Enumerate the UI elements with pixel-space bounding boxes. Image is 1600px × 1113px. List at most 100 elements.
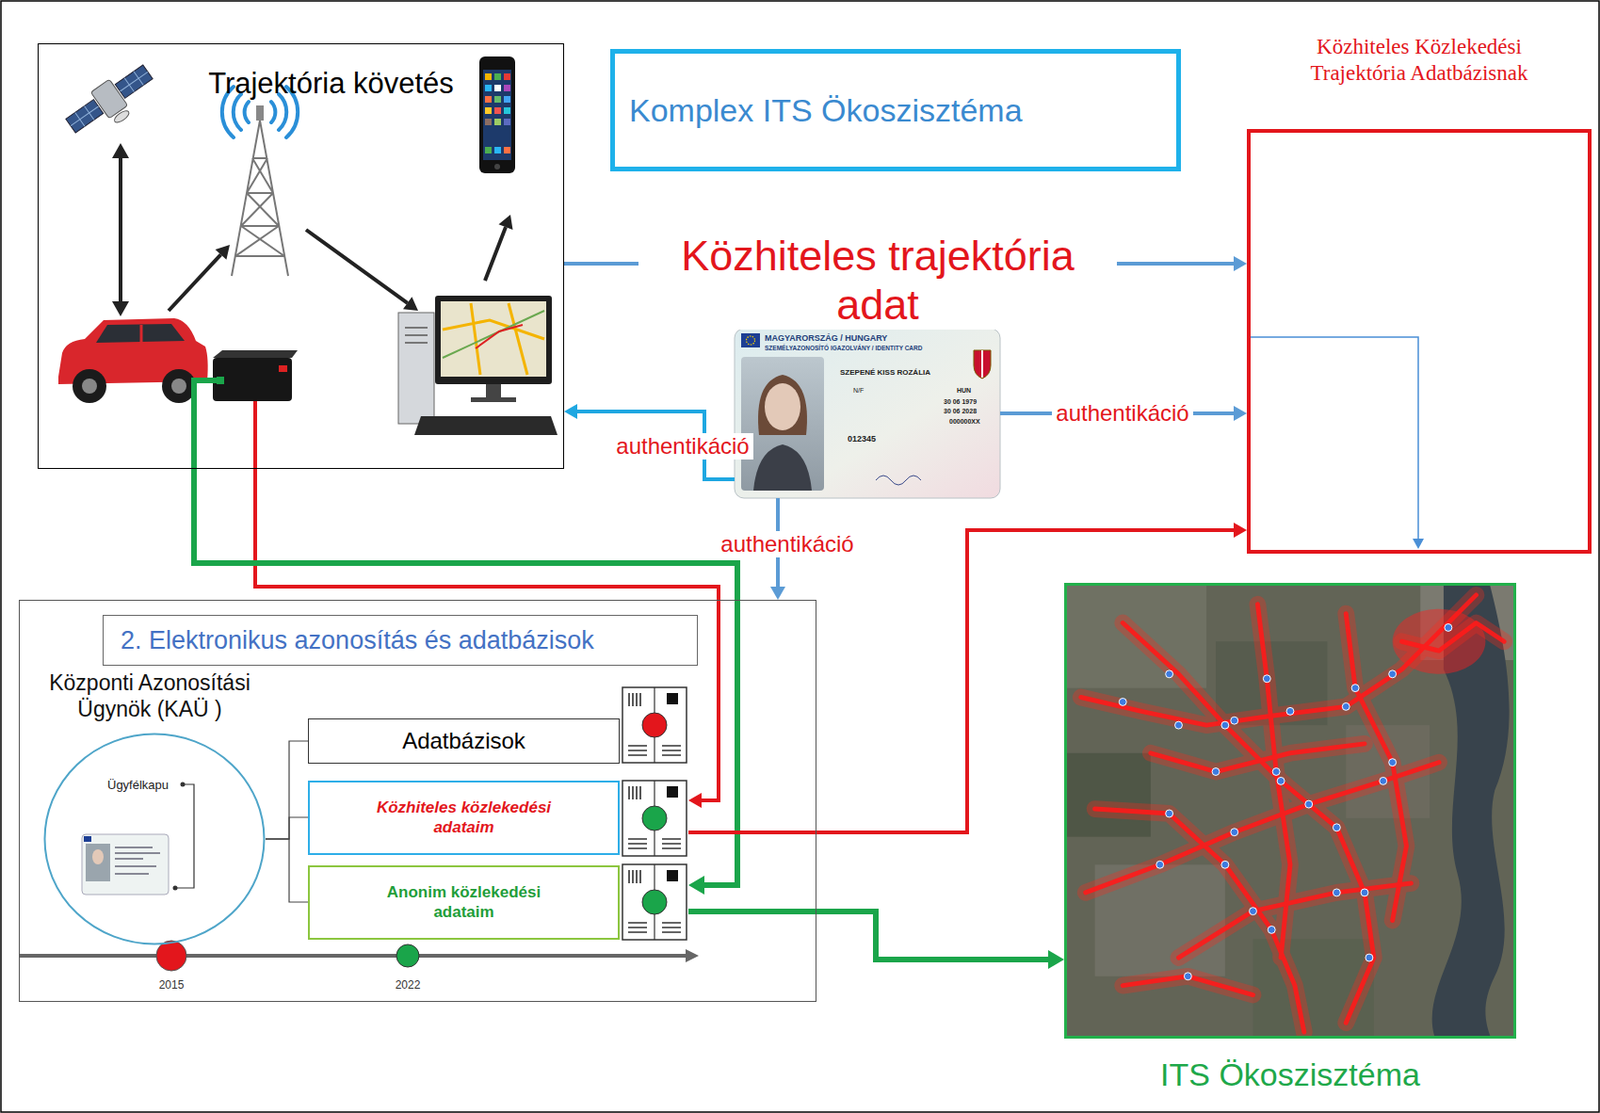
traffic-map bbox=[1081, 595, 1477, 726]
server-icon bbox=[622, 780, 687, 857]
arrowhead bbox=[688, 875, 705, 895]
satellite-icon bbox=[113, 108, 131, 125]
server-icon bbox=[622, 687, 687, 763]
arrowhead bbox=[688, 792, 702, 809]
timeline bbox=[156, 940, 187, 971]
connector-line bbox=[688, 911, 1050, 960]
traffic-map bbox=[1118, 698, 1127, 707]
connector bbox=[265, 741, 308, 840]
timeline-year: 2022 bbox=[395, 978, 421, 992]
circle-outline bbox=[45, 734, 265, 945]
traffic-map bbox=[1332, 888, 1341, 897]
smartphone-icon bbox=[494, 73, 502, 81]
traffic-map bbox=[1081, 595, 1477, 726]
car-illustration bbox=[96, 323, 185, 343]
computer-illustration bbox=[398, 312, 435, 424]
smartphone-icon bbox=[503, 146, 511, 154]
server-icon bbox=[622, 864, 687, 940]
id-card-image bbox=[753, 444, 812, 491]
timeline bbox=[685, 949, 699, 963]
traffic-map bbox=[1085, 762, 1439, 893]
smartphone-icon bbox=[494, 163, 501, 170]
trajectory-database-box-border bbox=[1246, 129, 1592, 554]
traffic-map bbox=[1066, 585, 1514, 1036]
traffic-map bbox=[1118, 623, 1453, 980]
tracking-device bbox=[212, 350, 298, 358]
traffic-map bbox=[1389, 759, 1397, 767]
id-card-image bbox=[746, 336, 756, 345]
smartphone-icon bbox=[484, 118, 492, 126]
traffic-map bbox=[1286, 707, 1294, 715]
tracking-device bbox=[216, 376, 225, 385]
leader-line bbox=[1250, 337, 1424, 550]
car-illustration bbox=[58, 318, 209, 404]
smartphone-icon bbox=[483, 69, 512, 161]
ecosystem-box: Komplex ITS Ökoszisztéma bbox=[610, 48, 1181, 172]
tracking-device bbox=[253, 401, 258, 469]
computer-illustration bbox=[440, 301, 547, 377]
tracking-panel: Trajektória követés bbox=[37, 43, 565, 469]
id-card-text: 012345 bbox=[847, 434, 876, 445]
arrowhead bbox=[1233, 256, 1247, 272]
connector bbox=[265, 817, 308, 840]
connector bbox=[193, 468, 738, 895]
car-illustration bbox=[161, 369, 196, 404]
bracket-line bbox=[173, 782, 195, 891]
traffic-map bbox=[1444, 623, 1453, 631]
connector-label: authentikáció bbox=[612, 433, 753, 461]
traffic-map bbox=[1345, 614, 1407, 922]
id-card-text: N/F bbox=[853, 387, 864, 395]
traffic-map bbox=[1122, 623, 1374, 1024]
timeline bbox=[396, 944, 420, 968]
smartphone-icon bbox=[479, 56, 516, 174]
computer-illustration bbox=[470, 397, 517, 403]
connector-line bbox=[265, 741, 308, 840]
id-card-image bbox=[875, 475, 922, 485]
traffic-map bbox=[1156, 860, 1164, 869]
computer-illustration bbox=[442, 303, 545, 375]
link-arrow bbox=[118, 156, 123, 304]
small-id-card bbox=[81, 834, 169, 895]
id-card-image bbox=[973, 350, 991, 379]
traffic-map bbox=[1150, 743, 1365, 773]
anonymous-data-box-text: Anonim közlekedési adataim bbox=[360, 883, 568, 922]
id-card-image bbox=[734, 328, 1001, 499]
connector-line bbox=[688, 530, 1235, 833]
traffic-map bbox=[1230, 716, 1239, 725]
id-card-text: 30 06 2028 bbox=[943, 407, 977, 416]
traffic-map bbox=[1179, 883, 1412, 958]
radio-tower bbox=[231, 120, 289, 276]
smartphone-icon bbox=[503, 84, 511, 92]
radio-tower bbox=[256, 105, 264, 121]
id-card-text: SZEPENÉ KISS ROZÁLIA bbox=[840, 368, 931, 378]
computer-illustration bbox=[485, 384, 502, 398]
computer-illustration bbox=[398, 295, 558, 436]
smartphone-icon bbox=[494, 146, 502, 154]
link-arrow bbox=[112, 143, 130, 317]
section-heading-box: 2. Elektronikus azonosítás és adatbáziso… bbox=[102, 614, 698, 666]
traffic-map bbox=[1212, 768, 1220, 776]
computer-illustration bbox=[404, 327, 428, 343]
traffic-map bbox=[1095, 808, 1305, 1033]
id-card-image bbox=[734, 328, 1001, 499]
smartphone-icon bbox=[484, 96, 492, 103]
id-card-image bbox=[981, 350, 984, 378]
database-list-box-text: Adatbázisok bbox=[402, 727, 526, 756]
smartphone-icon bbox=[484, 107, 492, 114]
its-map-box-text: ITS Ökoszisztéma bbox=[1160, 1055, 1421, 1095]
traffic-map bbox=[1175, 721, 1183, 729]
traffic-map bbox=[1095, 808, 1305, 1033]
smartphone-icon bbox=[484, 146, 492, 154]
id-card-image bbox=[741, 333, 760, 348]
satellite-icon bbox=[61, 58, 162, 146]
id-card-text: 000000XX bbox=[949, 418, 981, 426]
authentic-data-box: Közhiteles közlekedési adataim bbox=[307, 780, 689, 856]
traffic-map bbox=[1081, 595, 1504, 1033]
id-card-image bbox=[764, 383, 801, 431]
connector-label: authentikáció bbox=[716, 531, 857, 559]
computer-illustration bbox=[442, 310, 545, 358]
traffic-map bbox=[1179, 883, 1412, 958]
trajectory-database-box-text: Közhiteles Közlekedési Trajektória Adatb… bbox=[1277, 33, 1561, 86]
tracking-device bbox=[193, 380, 217, 469]
